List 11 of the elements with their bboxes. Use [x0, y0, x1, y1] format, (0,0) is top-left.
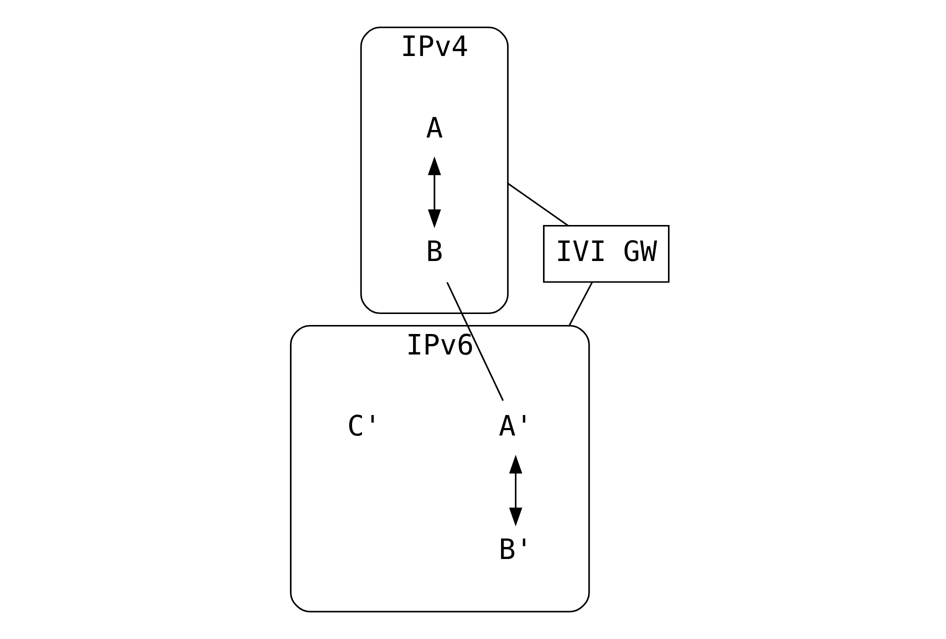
node-text: C' — [346, 410, 381, 443]
arrow — [508, 454, 522, 526]
node-text: B' — [498, 533, 532, 566]
connector — [568, 282, 592, 326]
connector — [446, 282, 504, 401]
connector — [506, 182, 568, 226]
node-text: A' — [498, 410, 532, 443]
node-text: B — [425, 234, 442, 268]
node-box: IVI GW — [542, 225, 670, 283]
arrow — [427, 156, 441, 228]
node-text: A — [425, 111, 442, 144]
